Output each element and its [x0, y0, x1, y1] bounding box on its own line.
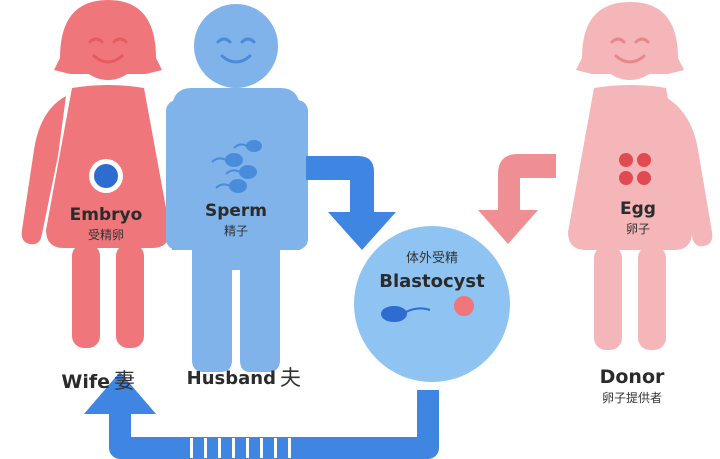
husband-body	[172, 88, 300, 372]
embryo-icon	[89, 159, 123, 193]
donor-left-leg	[594, 246, 622, 350]
wife-left-arm	[21, 96, 67, 245]
sperm-icon	[211, 140, 262, 193]
ivf-caption-cn: 体外受精	[406, 251, 458, 266]
donor-face	[610, 37, 650, 64]
wife-name-cn: 妻	[114, 369, 135, 393]
wife-left-leg	[72, 244, 100, 348]
husband-name-cn: 夫	[280, 366, 301, 390]
egg-label: Egg	[620, 199, 656, 219]
wife-face	[88, 37, 128, 64]
donor-name-cn: 卵子提供者	[602, 390, 662, 405]
blastocyst-egg-icon	[454, 296, 474, 316]
embryo-label: Embryo	[70, 205, 143, 225]
wife-name: Wife	[61, 371, 110, 393]
embryo-label-cn: 受精卵	[88, 228, 124, 242]
blastocyst-circle	[354, 226, 510, 382]
blastocyst-label: Blastocyst	[379, 271, 485, 292]
husband-head	[194, 4, 278, 88]
wife-head	[74, 12, 142, 80]
return-arrow	[84, 372, 439, 459]
egg-label-cn: 卵子	[626, 222, 650, 236]
donor-name: Donor	[600, 366, 665, 388]
donor-right-arm	[664, 96, 713, 247]
sperm-label: Sperm	[205, 201, 267, 221]
husband-name: Husband	[187, 368, 276, 389]
husband-right-arm	[286, 100, 308, 250]
donor-figure	[568, 2, 713, 350]
return-arrow-stripes	[190, 438, 291, 458]
husband-face	[216, 37, 256, 64]
donor-head	[596, 12, 664, 80]
donor-right-leg	[638, 246, 666, 350]
husband-left-arm	[166, 100, 188, 250]
sperm-arrow	[306, 156, 396, 250]
egg-arrow	[478, 154, 556, 244]
egg-icon	[619, 153, 651, 185]
donor-dress	[568, 85, 692, 250]
sperm-label-cn: 精子	[224, 224, 248, 238]
wife-figure	[21, 0, 170, 348]
husband-figure	[166, 4, 308, 372]
blastocyst-sperm-icon	[381, 306, 431, 322]
wife-right-leg	[116, 244, 144, 348]
